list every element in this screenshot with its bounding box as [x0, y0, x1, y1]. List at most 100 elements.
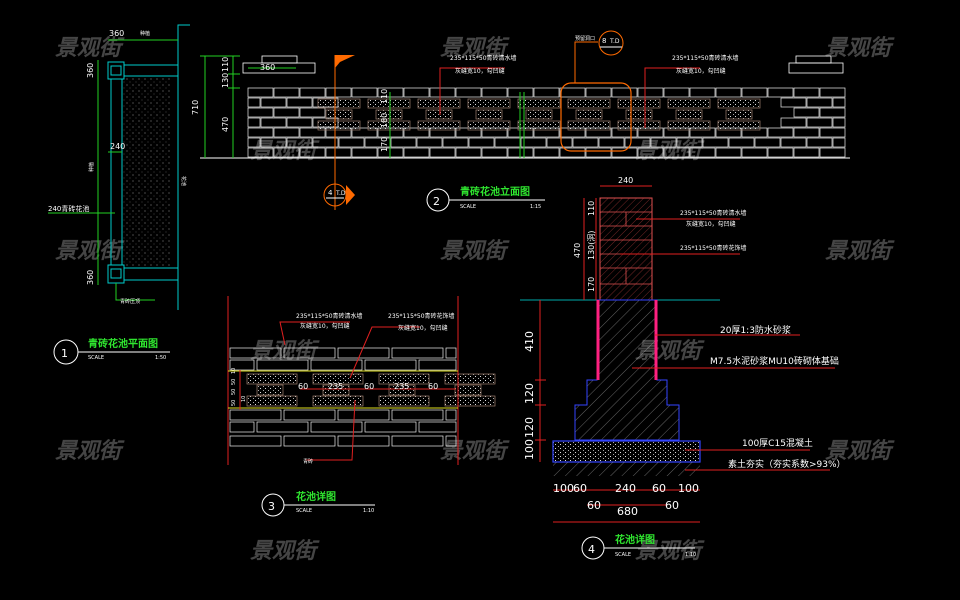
brick: [617, 120, 661, 131]
dim-h: 60: [652, 482, 666, 495]
brick: [567, 120, 611, 131]
brick: [337, 435, 390, 447]
brick: [260, 137, 287, 148]
brick: [378, 373, 430, 385]
brick: [367, 98, 411, 109]
brick: [767, 127, 794, 138]
drawing-title: 花池详图: [296, 490, 336, 503]
drawing-number: 2: [433, 195, 440, 208]
brick: [325, 109, 353, 120]
brick: [325, 87, 352, 98]
brick: [260, 97, 287, 108]
dim-body: 470: [221, 117, 230, 132]
brick: [517, 120, 561, 131]
brick: [467, 120, 511, 131]
brick: [390, 137, 417, 148]
brick: [403, 87, 430, 98]
detail-drawing-3: 235*115*50青砖清水墙 灰缝宽10，勾凹缝 235*115*50青砖花饰…: [227, 296, 496, 517]
brick: [767, 87, 794, 98]
brick: [624, 137, 651, 148]
dim-h2: 60: [587, 499, 601, 512]
scale-label: SCALE: [460, 204, 476, 210]
dim-v: 50: [231, 400, 237, 406]
dim-v-top: 170: [587, 277, 596, 292]
brick: [667, 98, 711, 109]
watermark: 景观街: [440, 439, 510, 464]
scale-value: 1:15: [530, 204, 541, 210]
brick: [283, 435, 336, 447]
brick: [317, 98, 361, 109]
brick: [676, 137, 703, 148]
drawing-number: 4: [588, 543, 595, 556]
brick: [806, 97, 833, 108]
brick: [273, 87, 300, 98]
label-bed: 花池: [180, 176, 187, 186]
brick: [256, 421, 309, 433]
brick: [689, 87, 716, 98]
brick: [520, 137, 547, 148]
brick: [337, 347, 390, 359]
brick: [283, 347, 336, 359]
brick: [793, 127, 820, 138]
brick: [832, 117, 846, 128]
brick: [754, 137, 781, 148]
dim-cap-top: 360: [86, 63, 95, 78]
brick: [292, 384, 320, 387]
brick: [806, 117, 833, 128]
brick: [310, 421, 363, 433]
note-1a: 235*115*50青砖清水墙: [450, 54, 517, 62]
brick: [819, 147, 846, 158]
brick: [819, 127, 846, 138]
brick: [247, 127, 274, 138]
scale-value: 1:10: [363, 508, 374, 514]
brick: [475, 109, 503, 120]
watermark: 景观街: [825, 36, 895, 61]
brick: [229, 409, 282, 421]
section-bottom: T.D: [335, 190, 346, 197]
dim-a: 110: [380, 89, 389, 104]
dim-h: 235: [328, 382, 343, 391]
dim-h: 100: [553, 482, 574, 495]
note-1b: 灰缝宽10，勾凹缝: [455, 67, 505, 75]
dim-v-bottom: 120: [523, 383, 536, 404]
label-cap: 青砖压顶: [120, 298, 140, 305]
dim-cap-width: 360: [260, 63, 275, 72]
dim-h: 60: [364, 382, 374, 391]
dim-h: 60: [573, 482, 587, 495]
note-soil: 素土夯实（夯实系数>93%）: [728, 458, 846, 470]
note-waterproof: 20厚1:3防水砂浆: [720, 324, 791, 336]
dim-h: 235: [394, 382, 409, 391]
dim-v-bottom: 100: [523, 439, 536, 460]
brick: [391, 409, 444, 421]
brick: [525, 109, 553, 120]
brick: [338, 137, 365, 148]
brick: [481, 87, 508, 98]
brick: [424, 384, 452, 387]
brick: [454, 384, 482, 396]
brick: [391, 347, 444, 359]
brick: [378, 395, 430, 407]
label-mid: 种植: [88, 162, 95, 172]
brick: [391, 435, 444, 447]
scale-value: 1:50: [155, 355, 166, 361]
watermark: 景观街: [635, 139, 705, 164]
brick: [546, 137, 573, 148]
brick: [260, 117, 287, 128]
brick: [717, 120, 761, 131]
watermark: 景观街: [55, 239, 125, 264]
brick: [364, 359, 417, 371]
brick: [559, 87, 586, 98]
brick: [667, 120, 711, 131]
brick: [337, 409, 390, 421]
detail-callout[interactable]: [598, 30, 624, 56]
brick: [780, 137, 807, 148]
brick: [702, 137, 729, 148]
brick: [611, 87, 638, 98]
watermark: 景观街: [55, 439, 125, 464]
brick: [637, 147, 664, 158]
brick: [637, 87, 664, 98]
note-masonry: M7.5水泥砂浆MU10砖砌体基础: [710, 355, 839, 367]
section-drawing-4: 240 110 130(洞) 170 470 410 120 120 100 1…: [520, 176, 846, 560]
brick: [417, 120, 461, 131]
